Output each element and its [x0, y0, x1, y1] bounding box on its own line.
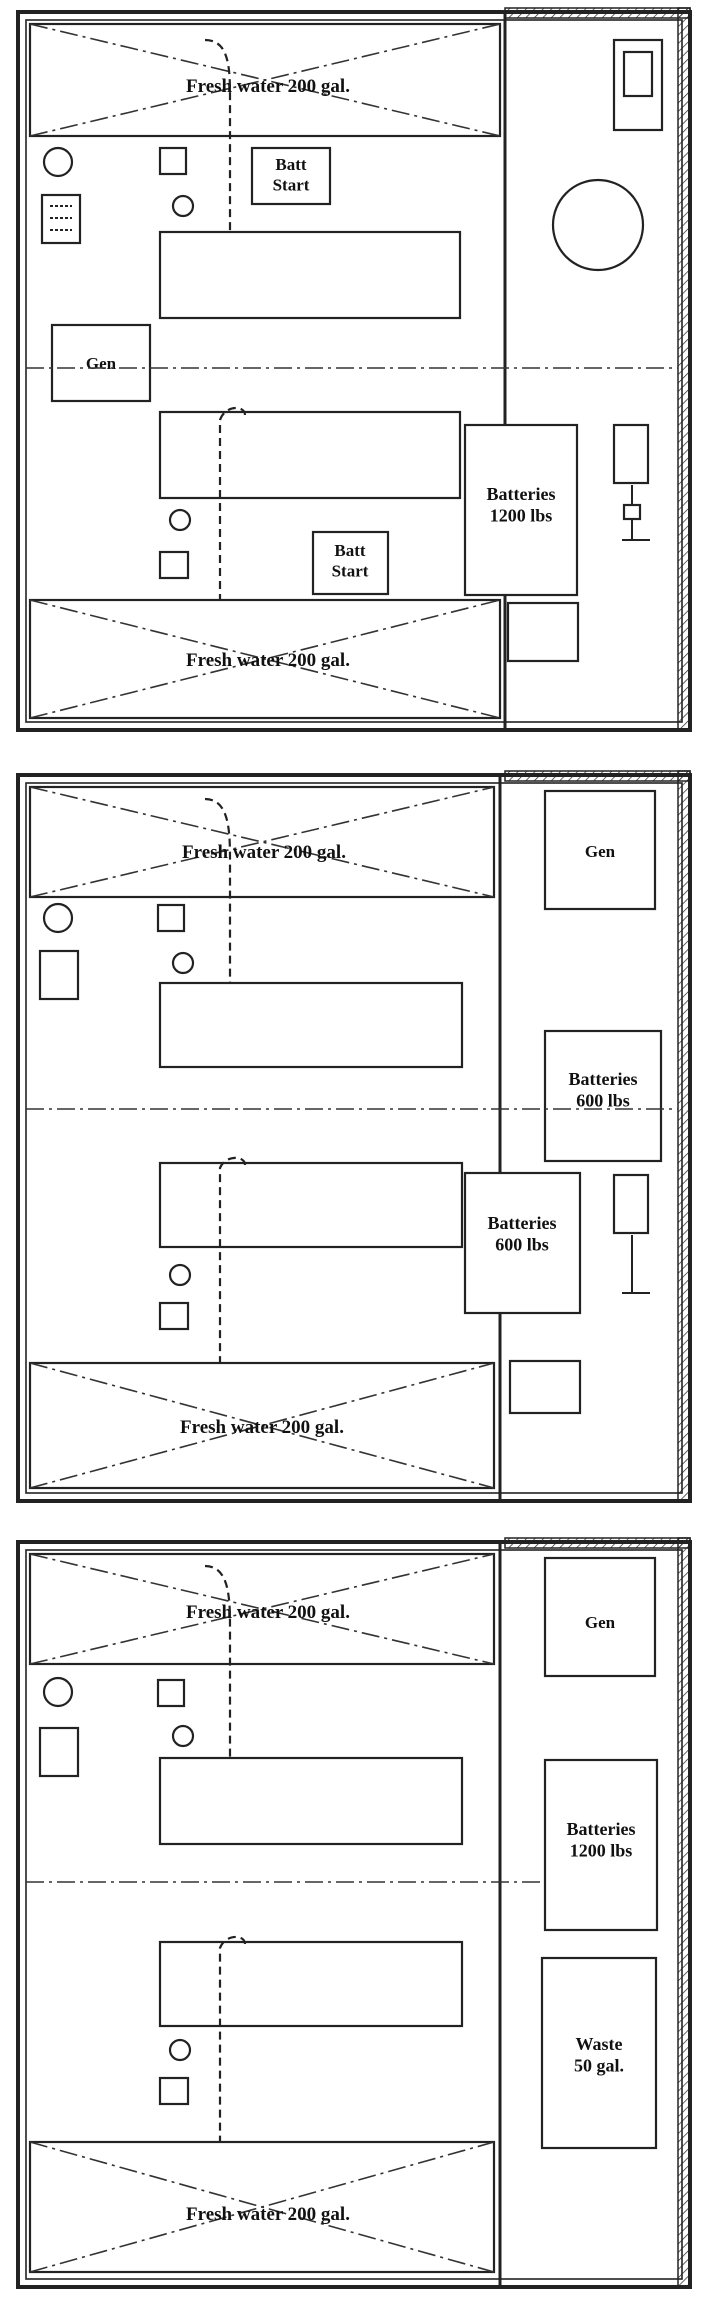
strainer-icon [42, 146, 74, 178]
engine-starboard [158, 410, 462, 500]
fresh-water-tank-bottom: Fresh water 200 gal. [28, 2140, 496, 2274]
bulkhead-hatching-side [677, 7, 691, 731]
fresh-water-tank-top: Fresh water 200 gal. [28, 1552, 496, 1666]
valve-icon [156, 1678, 186, 1708]
gen-label: Gen [585, 842, 616, 861]
tank-bottom-label: Fresh water 200 gal. [186, 650, 350, 671]
fresh-water-tank-bottom: Fresh water 200 gal. [28, 598, 502, 720]
valve-icon [156, 903, 186, 933]
fitting-icon-2 [168, 508, 192, 532]
pump-box [508, 1359, 582, 1415]
fitting-icon-2 [168, 1263, 192, 1287]
exhaust-line-2 [218, 1935, 247, 2230]
strainer-icon [42, 902, 74, 934]
engine-starboard [158, 1940, 464, 2028]
valve-icon [158, 146, 188, 176]
control-panel-icon [38, 949, 80, 1001]
fitting-icon [171, 951, 195, 975]
generator-box: Gen [50, 323, 152, 403]
valve-icon-2 [158, 1301, 190, 1331]
generator-box: Gen [543, 1556, 657, 1678]
valve-icon-2 [158, 2076, 190, 2106]
gen-label: Gen [585, 1613, 616, 1632]
control-panel-icon [38, 1726, 80, 1778]
bulkhead-hatching [504, 7, 691, 19]
exhaust-line [204, 38, 232, 232]
strainer-icon [42, 1676, 74, 1708]
fitting-icon-2 [168, 2038, 192, 2062]
exhaust-line [204, 797, 232, 983]
fresh-water-tank-top: Fresh water 200 gal. [28, 785, 496, 899]
exhaust-line-2 [218, 1156, 247, 1443]
engine-starboard [158, 1161, 464, 1249]
engine-port [158, 981, 464, 1069]
fresh-water-tank-top: Fresh water 200 gal. [28, 22, 502, 138]
tank-bottom-label: Fresh water 200 gal. [180, 1417, 344, 1438]
engine-port [158, 1756, 464, 1846]
tank-bottom-label: Fresh water 200 gal. [186, 2204, 350, 2225]
valve-icon-2 [158, 550, 190, 580]
tank-top-label: Fresh water 200 gal. [182, 842, 346, 863]
breaker-panel-icon [612, 423, 650, 485]
engine-port [158, 230, 462, 320]
pump-box [506, 601, 580, 663]
exhaust-line-2 [218, 407, 247, 680]
exhaust-line [204, 1564, 232, 1758]
water-heater-icon [551, 178, 645, 272]
tank-top-label: Fresh water 200 gal. [186, 1602, 350, 1623]
fitting-icon [171, 1724, 195, 1748]
tank-top-label: Fresh water 200 gal. [186, 76, 350, 97]
breaker-panel-icon [612, 1173, 650, 1235]
generator-box: Gen [543, 789, 657, 911]
fitting-icon [171, 194, 195, 218]
fresh-water-tank-bottom: Fresh water 200 gal. [28, 1361, 496, 1490]
gen-label: Gen [86, 354, 117, 373]
